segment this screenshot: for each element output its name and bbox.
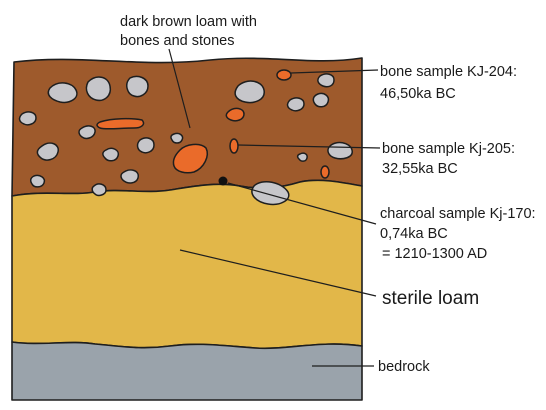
stone <box>31 175 45 186</box>
stone <box>171 133 183 143</box>
stone <box>92 184 106 195</box>
charcoal-sample-kj170 <box>219 177 228 186</box>
stone <box>235 81 264 102</box>
sample-kj205-label: bone sample Kj-205: <box>382 141 515 157</box>
sample-kj205-date: 32,55ka BC <box>382 161 458 177</box>
sample-kj204-label: bone sample KJ-204: <box>380 64 517 80</box>
stone <box>288 98 304 111</box>
sample-kj170-ad: = 1210-1300 AD <box>382 246 487 262</box>
bone-shard <box>97 119 144 129</box>
brown-loam-layer <box>12 58 362 196</box>
stone <box>313 93 328 106</box>
bone-sample-kj205 <box>230 139 238 153</box>
stone <box>20 112 36 125</box>
bone-shard <box>226 108 244 120</box>
stone <box>328 143 352 159</box>
stone <box>138 138 154 153</box>
sterile-loam-label: sterile loam <box>382 288 479 309</box>
stone <box>121 170 138 183</box>
sample-kj204-date: 46,50ka BC <box>380 86 456 102</box>
top-label-line1: dark brown loam with <box>120 14 257 30</box>
sample-kj170-date: 0,74ka BC <box>380 226 448 242</box>
stone <box>86 77 110 100</box>
soil-profile <box>12 58 362 400</box>
top-label-line2: bones and stones <box>120 33 234 49</box>
stone <box>48 83 77 102</box>
sample-kj170-label: charcoal sample Kj-170: <box>380 206 536 222</box>
bone-fragment <box>321 166 329 178</box>
bedrock-label: bedrock <box>378 359 430 375</box>
bone-sample-kj204 <box>277 70 291 80</box>
stone <box>127 76 148 96</box>
stone <box>318 74 334 87</box>
stone <box>298 153 308 161</box>
stone <box>103 148 118 160</box>
stone <box>79 126 95 138</box>
bedrock-layer <box>12 342 362 400</box>
